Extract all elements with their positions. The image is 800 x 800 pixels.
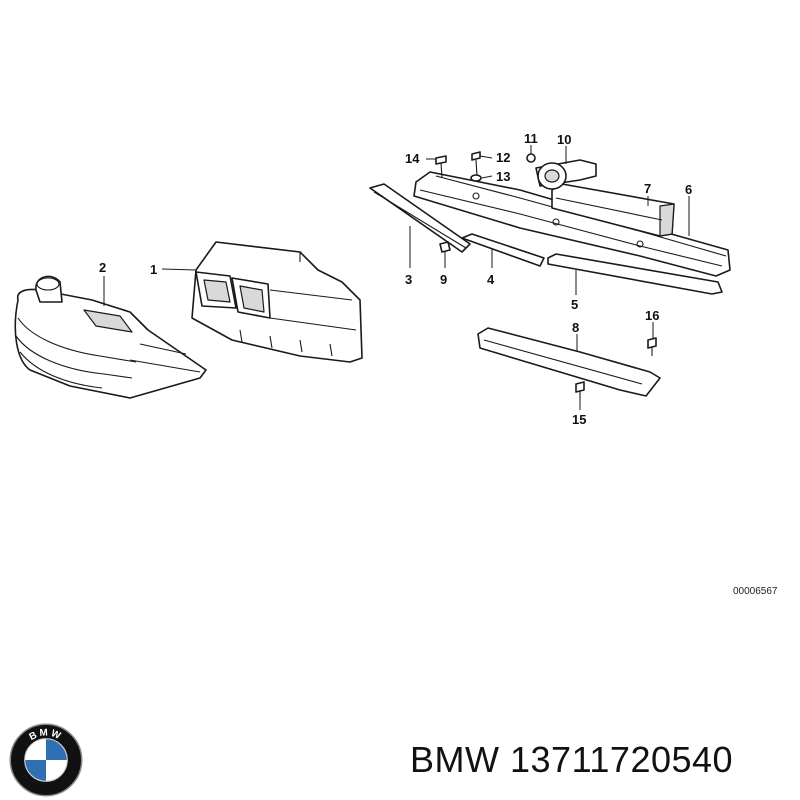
- part-3-trim-strip: [369, 183, 471, 253]
- part-2-air-guide: [14, 275, 207, 399]
- callout-16: 16: [645, 308, 659, 323]
- leader-lines: [103, 145, 690, 410]
- callout-8: 8: [572, 320, 579, 335]
- callout-14: 14: [405, 151, 420, 166]
- part-5-lower-strip: [547, 253, 723, 295]
- fasteners: [435, 151, 657, 398]
- callout-1: 1: [150, 262, 157, 277]
- logo-letters: BMW: [28, 727, 62, 742]
- callout-6: 6: [685, 182, 692, 197]
- callout-9: 9: [440, 272, 447, 287]
- callout-5: 5: [571, 297, 578, 312]
- callout-labels: 1 2 3 4 5 6 7 8 9 10 11 12 13 14 15 16 0…: [99, 131, 778, 597]
- callout-12: 12: [496, 150, 510, 165]
- callout-15: 15: [572, 412, 586, 427]
- diagram-reference-number: 00006567: [733, 586, 778, 597]
- callout-11: 11: [524, 131, 538, 146]
- part-4-center-strip: [461, 233, 545, 267]
- part-number: 13711720540: [510, 739, 734, 780]
- part-1-air-duct: [191, 241, 363, 363]
- callout-7: 7: [644, 181, 651, 196]
- part-caption: BMW 13711720540: [410, 738, 733, 782]
- callout-13: 13: [496, 169, 510, 184]
- part-8-lower-moulding: [477, 327, 661, 397]
- bmw-roundel-logo: BMW: [9, 723, 83, 797]
- part-10-bushing: [535, 159, 597, 190]
- callout-4: 4: [487, 272, 495, 287]
- brand-name: BMW: [410, 739, 500, 780]
- svg-text:BMW: BMW: [28, 727, 65, 742]
- callout-3: 3: [405, 272, 412, 287]
- callout-2: 2: [99, 260, 106, 275]
- callout-10: 10: [557, 132, 571, 147]
